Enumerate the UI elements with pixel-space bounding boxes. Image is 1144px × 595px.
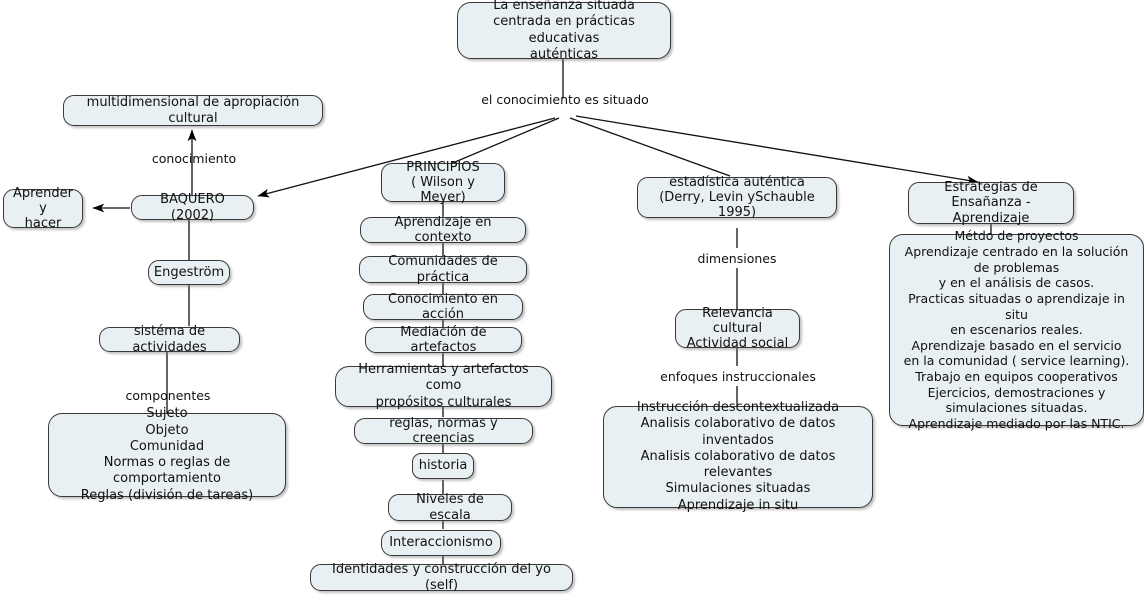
- node-estadistica-autentica[interactable]: estadística auténtica (Derry, Levin ySch…: [637, 175, 837, 220]
- node-identidades-construccion-yo[interactable]: Identidades y construcción del yo (self): [310, 562, 573, 593]
- node-aprender-y-hacer[interactable]: Aprender y hacer: [3, 186, 83, 231]
- node-aprendizaje-en-contexto[interactable]: Aprendizaje en contexto: [360, 215, 526, 245]
- node-niveles-de-escala[interactable]: Niveles de escala: [388, 492, 512, 523]
- node-enfoques-lista[interactable]: Instrucción descontextualizada Analisis …: [603, 400, 873, 513]
- node-sistema-actividades[interactable]: sistéma de actividades: [99, 324, 240, 355]
- edge-label-enfoques-instruccionales: enfoques instruccionales: [660, 369, 816, 384]
- edge-label-componentes: componentes: [125, 388, 211, 403]
- node-conocimiento-en-accion[interactable]: Conocimiento en acción: [363, 292, 523, 322]
- edge-label-dimensiones: dimensiones: [697, 251, 777, 266]
- edge-label-conocimiento: conocimiento: [151, 151, 237, 166]
- node-baquero[interactable]: BAQUERO (2002): [131, 192, 254, 223]
- node-relevancia-cultural[interactable]: Relevancia cultural Actividad social: [675, 306, 800, 351]
- node-componentes-lista[interactable]: Sujeto Objeto Comunidad Normas o reglas …: [48, 406, 286, 503]
- node-multidimensional[interactable]: multidimensional de apropiación cultural: [63, 95, 323, 126]
- node-root[interactable]: La enseñanza situada centrada en práctic…: [457, 0, 671, 62]
- node-principios[interactable]: PRINCIPIOS ( Wilson y Meyer): [381, 160, 505, 205]
- node-engestrom[interactable]: Engeström: [148, 260, 230, 285]
- node-estrategias-lista[interactable]: Métdo de proyectos Aprendizaje centrado …: [889, 228, 1144, 431]
- node-comunidades-de-practica[interactable]: Comunidades de práctica: [359, 254, 527, 285]
- node-estrategias-ensenanza-aprendizaje[interactable]: Estrategias de Ensañanza - Aprendizaje: [908, 180, 1074, 226]
- node-historia[interactable]: historia: [412, 453, 474, 479]
- node-herramientas-artefactos[interactable]: Herramientas y artefactos como propósito…: [335, 362, 552, 410]
- node-reglas-normas-creencias[interactable]: reglas, normas y creencias: [354, 416, 533, 446]
- edge-label-conocimiento-situado: el conocimiento es situado: [481, 92, 649, 107]
- node-interaccionismo[interactable]: Interaccionismo: [381, 530, 501, 556]
- node-mediacion-de-artefactos[interactable]: Mediación de artefactos: [365, 325, 522, 355]
